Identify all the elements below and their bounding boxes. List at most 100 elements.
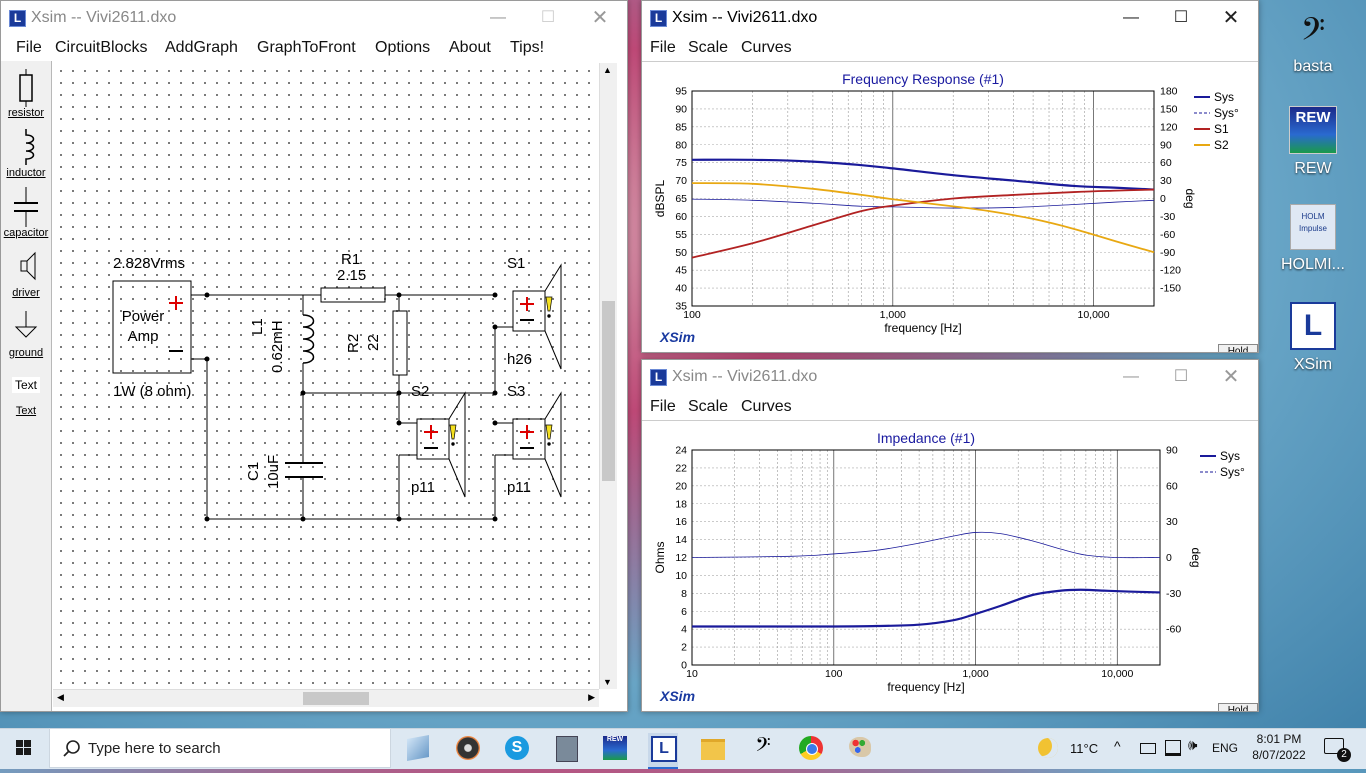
taskbar-xsim-icon[interactable]: L xyxy=(648,733,678,769)
menu-circuitblocks[interactable]: CircuitBlocks xyxy=(55,39,148,56)
circuit-schematic xyxy=(112,263,562,522)
clock-time: 8:01 PM xyxy=(1256,732,1302,746)
x-tick-label: 10,000 xyxy=(1101,668,1133,680)
taskbar-bass-clef-icon[interactable]: 𝄢 xyxy=(755,734,771,761)
desktop-icon-holm[interactable]: HOLM Impulse HOLMI... xyxy=(1275,204,1351,274)
circuit-canvas[interactable]: 2.828Vrms Power Amp 1W (8 ohm) R1 2.15 L… xyxy=(53,63,599,689)
menu-file[interactable]: File xyxy=(650,398,676,415)
menu-addgraph[interactable]: AddGraph xyxy=(165,39,238,56)
r2-name[interactable]: R2 xyxy=(345,333,362,353)
network-icon[interactable] xyxy=(1165,740,1181,756)
s1-name[interactable]: S1 xyxy=(507,255,526,272)
r1-value[interactable]: 2.15 xyxy=(337,267,367,284)
scroll-up-arrow-icon[interactable]: ▲ xyxy=(603,65,612,75)
y2-tick-label: 30 xyxy=(1166,516,1178,528)
taskbar-skype-icon[interactable]: S xyxy=(502,733,532,763)
clock[interactable]: 8:01 PM 8/07/2022 xyxy=(1246,731,1312,763)
palette-label: resistor xyxy=(7,107,45,119)
menu-about[interactable]: About xyxy=(449,39,491,56)
r2-value[interactable]: 22 xyxy=(365,334,382,351)
taskbar-search-box[interactable]: Type here to search xyxy=(49,728,391,768)
freq-menubar: File Scale Curves xyxy=(642,35,1258,61)
desktop-icon-xsim[interactable]: L XSim xyxy=(1275,302,1351,374)
s2-name[interactable]: S2 xyxy=(411,383,430,400)
palette-driver[interactable]: driver xyxy=(1,247,51,301)
maximize-button[interactable]: ☐ xyxy=(540,9,556,26)
minimize-button[interactable]: — xyxy=(1123,368,1139,385)
s1-model[interactable]: h26 xyxy=(507,351,533,368)
palette-inductor[interactable]: inductor xyxy=(1,127,51,181)
legend-label: Sys xyxy=(1214,90,1234,104)
menu-graphtofront[interactable]: GraphToFront xyxy=(257,39,356,56)
imp-titlebar[interactable]: L Xsim -- Vivi2611.dxo — ☐ ✕ xyxy=(642,360,1258,394)
taskbar-folder-icon[interactable] xyxy=(698,733,728,763)
start-button[interactable] xyxy=(0,728,48,768)
menu-scale[interactable]: Scale xyxy=(688,398,729,415)
series-line-sys xyxy=(691,531,1161,559)
menu-curves[interactable]: Curves xyxy=(741,398,792,415)
x-tick-label: 100 xyxy=(683,309,701,321)
battery-icon[interactable] xyxy=(1140,743,1156,754)
menu-file[interactable]: File xyxy=(650,39,676,56)
input-language[interactable]: ENG xyxy=(1212,741,1239,755)
desktop-icon-rew[interactable]: REW REW xyxy=(1275,106,1351,178)
impedance-chart[interactable]: Impedance (#1)24222018161412108642090603… xyxy=(642,421,1258,712)
taskbar-files-icon[interactable] xyxy=(403,733,433,763)
y-tick-label: 35 xyxy=(675,301,687,313)
volume-icon[interactable]: 🕪 xyxy=(1188,737,1198,754)
source-voltage-label[interactable]: 2.828Vrms xyxy=(113,255,185,272)
taskbar-chrome-icon[interactable] xyxy=(796,733,826,763)
scroll-right-arrow-icon[interactable]: ▶ xyxy=(588,692,595,702)
taskbar-calculator-icon[interactable] xyxy=(551,733,581,763)
vertical-scroll-thumb[interactable] xyxy=(602,301,615,481)
palette-capacitor[interactable]: capacitor xyxy=(1,187,51,241)
weather-temperature[interactable]: 11°C xyxy=(1070,741,1099,756)
s3-name[interactable]: S3 xyxy=(507,383,526,400)
main-window-title: Xsim -- Vivi2611.dxo xyxy=(31,9,177,26)
palette-ground[interactable]: ground xyxy=(1,307,51,361)
close-button[interactable]: ✕ xyxy=(591,7,609,29)
vertical-scrollbar[interactable]: ▲ ▼ xyxy=(599,63,617,689)
minimize-button[interactable]: — xyxy=(1123,9,1139,26)
legend-label: Sys xyxy=(1220,449,1240,463)
scroll-left-arrow-icon[interactable]: ◀ xyxy=(57,692,64,702)
s3-model[interactable]: p11 xyxy=(507,479,531,496)
scroll-down-arrow-icon[interactable]: ▼ xyxy=(603,677,612,687)
notification-center-icon[interactable] xyxy=(1324,738,1344,754)
power-amp-label[interactable]: Power Amp xyxy=(115,307,171,347)
taskbar-paint-icon[interactable] xyxy=(845,733,875,763)
horizontal-scroll-thumb[interactable] xyxy=(303,692,369,705)
maximize-button[interactable]: ☐ xyxy=(1173,368,1189,385)
l1-name[interactable]: L1 xyxy=(249,318,266,335)
s2-model[interactable]: p11 xyxy=(411,479,435,496)
minimize-button[interactable]: — xyxy=(490,9,506,26)
menu-tips[interactable]: Tips! xyxy=(510,39,545,56)
horizontal-scrollbar[interactable]: ◀ ▶ xyxy=(53,689,599,707)
close-button[interactable]: ✕ xyxy=(1222,7,1240,29)
show-hidden-icons-chevron-icon[interactable]: ^ xyxy=(1114,738,1121,754)
menu-options[interactable]: Options xyxy=(375,39,431,56)
weather-icon[interactable] xyxy=(1038,738,1058,758)
palette-text[interactable]: Text Text xyxy=(1,373,51,419)
desktop-icon-basta[interactable]: 𝄢 basta xyxy=(1275,10,1351,76)
maximize-button[interactable]: ☐ xyxy=(1173,9,1189,26)
l1-value[interactable]: 0.62mH xyxy=(269,320,286,373)
taskbar-rew-icon[interactable]: REW xyxy=(600,733,630,763)
imp-hold-button[interactable]: Hold xyxy=(1218,703,1258,711)
driver-icon xyxy=(20,251,36,281)
freq-hold-button[interactable]: Hold xyxy=(1218,344,1258,352)
menu-scale[interactable]: Scale xyxy=(688,39,729,56)
main-titlebar[interactable]: L Xsim -- Vivi2611.dxo — ☐ ✕ xyxy=(1,1,627,35)
x-tick-label: 10 xyxy=(686,668,698,680)
c1-value[interactable]: 10uF xyxy=(265,454,282,489)
palette-resistor[interactable]: resistor xyxy=(1,67,51,121)
palette-label: Text xyxy=(15,405,37,417)
r1-name[interactable]: R1 xyxy=(341,251,361,268)
menu-curves[interactable]: Curves xyxy=(741,39,792,56)
menu-file[interactable]: File xyxy=(16,39,42,56)
taskbar-media-player-icon[interactable] xyxy=(453,733,483,763)
c1-name[interactable]: C1 xyxy=(245,461,262,481)
freq-titlebar[interactable]: L Xsim -- Vivi2611.dxo — ☐ ✕ xyxy=(642,1,1258,35)
close-button[interactable]: ✕ xyxy=(1222,366,1240,388)
frequency-response-chart[interactable]: Frequency Response (#1)95908580757065605… xyxy=(642,62,1258,353)
